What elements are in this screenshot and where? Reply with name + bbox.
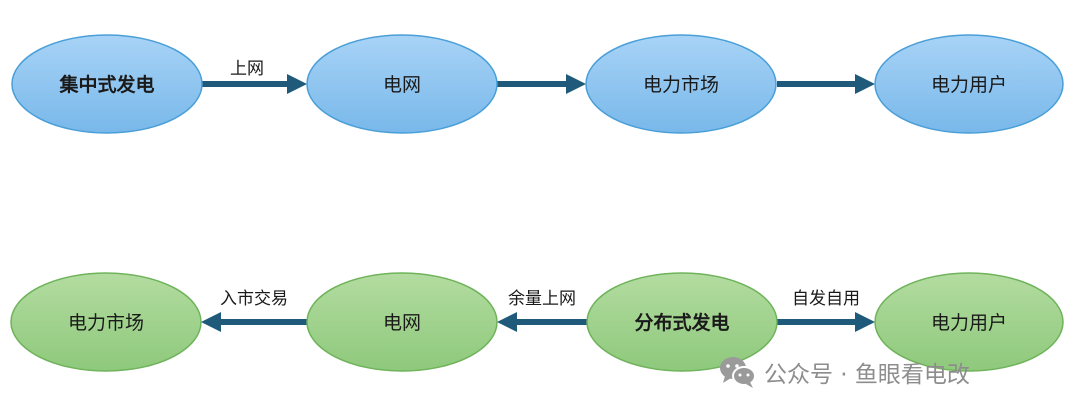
watermark: 公众号 · 鱼眼看电改 — [718, 354, 970, 390]
node-power-user-top-label: 电力用户 — [931, 74, 1007, 96]
wechat-icon — [720, 357, 756, 388]
watermark-text: 公众号 · 鱼眼看电改 — [764, 362, 970, 388]
row1-edge-3 — [777, 74, 875, 94]
row1-edge-2 — [497, 74, 586, 94]
node-power-market-bottom: 电力市场 — [10, 272, 202, 372]
node-distributed-generation-label: 分布式发电 — [634, 311, 729, 334]
node-distributed-generation: 分布式发电 — [586, 272, 778, 372]
node-power-user-bottom: 电力用户 — [874, 272, 1064, 372]
node-grid-bottom-label: 电网 — [383, 312, 421, 334]
node-power-user-bottom-label: 电力用户 — [931, 312, 1007, 334]
node-power-user-top: 电力用户 — [874, 34, 1064, 134]
row2-edge-3: 自发自用 — [777, 289, 875, 332]
row1-edge-1: 上网 — [202, 59, 307, 94]
node-grid-top-label: 电网 — [383, 74, 421, 96]
node-power-market-top-label: 电力市场 — [643, 74, 719, 96]
node-centralized-generation-label: 集中式发电 — [58, 73, 154, 96]
node-power-market-top: 电力市场 — [585, 34, 777, 134]
row2-edge-1-label: 入市交易 — [220, 289, 288, 309]
node-grid-bottom: 电网 — [306, 272, 498, 372]
row2-edge-2: 余量上网 — [497, 289, 587, 332]
row2-edge-2-label: 余量上网 — [508, 289, 576, 309]
node-centralized-generation: 集中式发电 — [11, 34, 203, 134]
node-power-market-bottom-label: 电力市场 — [68, 312, 144, 334]
node-grid-top: 电网 — [306, 34, 498, 134]
row1-edge-1-label: 上网 — [230, 59, 264, 79]
row2-edge-3-label: 自发自用 — [792, 289, 860, 309]
row2-edge-1: 入市交易 — [201, 289, 307, 332]
